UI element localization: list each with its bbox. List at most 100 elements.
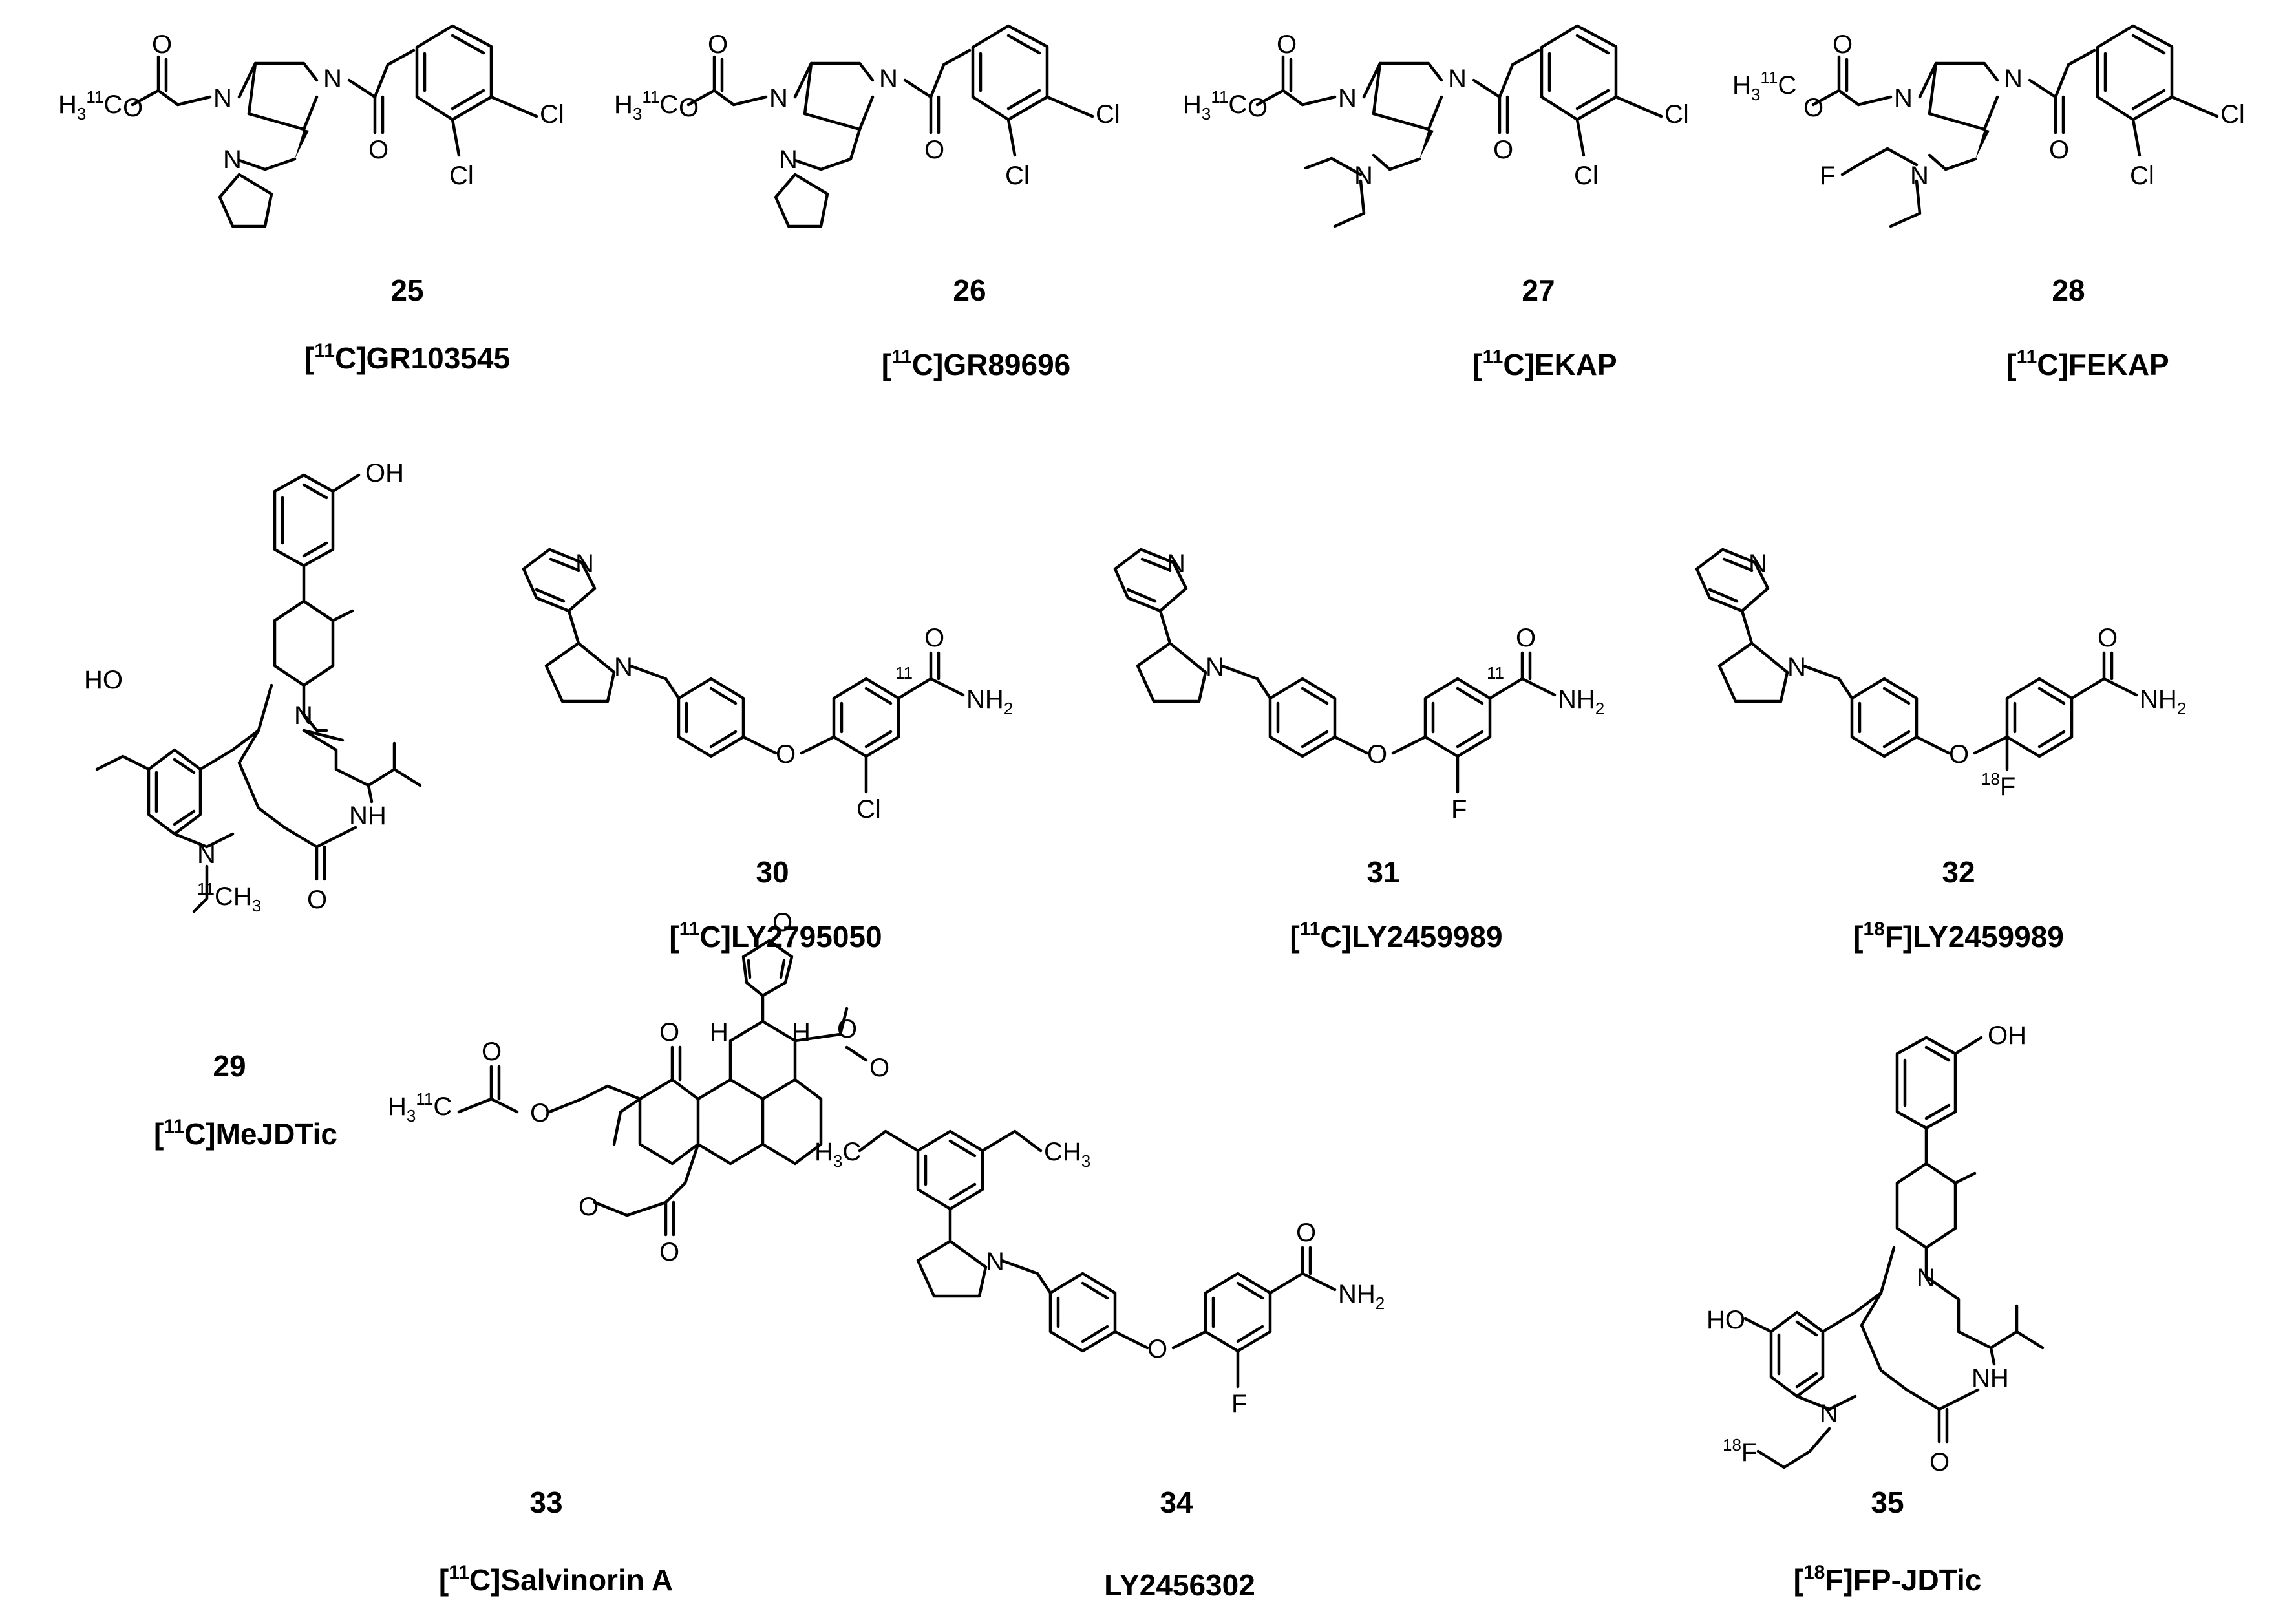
amide-oxygen: O xyxy=(307,886,327,914)
pyridine-nitrogen: N xyxy=(575,549,594,578)
fluorine: F xyxy=(1820,162,1835,190)
fluorine-18f: 18F xyxy=(1723,1435,1757,1467)
ester-oxygen: O xyxy=(123,94,143,122)
compound-number-29: 29 xyxy=(213,1049,246,1083)
methyl-label: CH3 xyxy=(1044,1138,1090,1171)
pyrrolidine-nitrogen: N xyxy=(614,653,633,681)
compound-number-31: 31 xyxy=(1366,855,1399,889)
ether-oxygen: O xyxy=(776,740,796,769)
piperazine-nitrogen: N xyxy=(1448,65,1467,93)
carbonyl-oxygen: O xyxy=(708,30,728,59)
structure-34 xyxy=(858,1129,1337,1389)
ketone-oxygen: O xyxy=(659,1018,679,1047)
carbonyl-oxygen: O xyxy=(1516,624,1536,652)
ether-oxygen: O xyxy=(1147,1335,1167,1363)
amide-oxygen: O xyxy=(368,136,388,164)
ester-oxygen: O xyxy=(1248,94,1268,122)
chlorine: Cl xyxy=(2220,100,2245,129)
compound-name-31: [11C]LY2459989 xyxy=(1290,919,1502,954)
fluorine: F xyxy=(1231,1390,1247,1418)
carbonyl-oxygen: O xyxy=(1296,1219,1316,1247)
compound-number-32: 32 xyxy=(1942,855,1975,889)
acetyl-oxygen: O xyxy=(482,1038,502,1066)
pyrrolidine-nitrogen: N xyxy=(986,1248,1004,1276)
hydrogen: H xyxy=(792,1018,811,1047)
ester-carbonyl-oxygen: O xyxy=(659,1238,679,1266)
diethylamine-nitrogen: N xyxy=(1354,162,1373,190)
chlorine: Cl xyxy=(540,100,564,129)
carbonyl-oxygen: O xyxy=(1277,30,1297,59)
chlorine: Cl xyxy=(1664,100,1689,129)
methyl-label: H311C xyxy=(1183,87,1247,123)
amide-nh: NH xyxy=(1972,1364,2009,1392)
piperazine-nitrogen: N xyxy=(323,65,342,93)
ester-oxygen: O xyxy=(579,1193,599,1221)
chlorine: Cl xyxy=(1574,162,1599,190)
carbonyl-oxygen: O xyxy=(2098,624,2118,652)
isoquinoline-nitrogen: N xyxy=(197,840,216,869)
amide-oxygen: O xyxy=(1929,1448,1950,1476)
hydrogen: H xyxy=(710,1018,728,1047)
compound-name-25: [11C]GR103545 xyxy=(304,340,510,375)
piperazine-nitrogen: N xyxy=(1894,84,1913,112)
structure-31 xyxy=(1113,548,1557,794)
compound-number-33: 33 xyxy=(529,1486,562,1519)
compound-name-34: LY2456302 xyxy=(1104,1568,1255,1602)
structure-25 xyxy=(131,24,538,228)
amide-nh2: NH2 xyxy=(2140,685,2186,718)
piperazine-nitrogen: N xyxy=(213,84,232,112)
piperazine-nitrogen: N xyxy=(1338,84,1357,112)
ether-oxygen: O xyxy=(1949,740,1969,769)
acetoxy-oxygen: O xyxy=(530,1099,550,1127)
structure-27 xyxy=(1255,24,1663,228)
compound-name-32: [18F]LY2459989 xyxy=(1853,919,2064,954)
pyrrolidine-nitrogen: N xyxy=(779,145,798,174)
methyl-label: H311C xyxy=(58,87,122,123)
compound-number-35: 35 xyxy=(1871,1486,1904,1519)
carbonyl-oxygen: O xyxy=(152,30,172,59)
carbonyl-oxygen: O xyxy=(924,624,944,652)
lactone-oxygen: O xyxy=(837,1015,857,1043)
compound-number-25: 25 xyxy=(390,273,423,307)
compound-name-29: [11C]MeJDTic xyxy=(154,1116,337,1151)
structure-29 xyxy=(95,473,422,913)
hydroxyl: OH xyxy=(1988,1021,2026,1050)
fluorine: F xyxy=(1451,795,1467,824)
methyl-label: H311C xyxy=(614,87,678,123)
compound-number-26: 26 xyxy=(953,273,986,307)
structure-26 xyxy=(686,24,1094,228)
piperazine-nitrogen: N xyxy=(769,84,788,112)
structure-28 xyxy=(1811,24,2219,228)
chlorine: Cl xyxy=(1096,100,1120,129)
amine-nitrogen: N xyxy=(1910,162,1929,190)
isoquinoline-nitrogen: N xyxy=(1820,1400,1838,1428)
amide-nh2: NH2 xyxy=(966,685,1013,718)
methyl-11c-label: 11CH3 xyxy=(197,879,261,915)
compound-number-34: 34 xyxy=(1160,1486,1193,1519)
amide-nh2: NH2 xyxy=(1558,685,1604,718)
furan-oxygen: O xyxy=(772,908,792,937)
atom-labels: H311C O O N N O N Cl Cl H311C O O N N O … xyxy=(58,30,2245,1476)
chlorine: Cl xyxy=(1005,162,1030,190)
structure-33 xyxy=(457,939,868,1237)
carbonyl-oxygen: O xyxy=(1833,30,1853,59)
hydroxyl: HO xyxy=(1706,1306,1745,1334)
structure-32 xyxy=(1695,548,2138,771)
lactone-carbonyl-oxygen: O xyxy=(869,1054,889,1082)
compound-number-27: 27 xyxy=(1522,273,1555,307)
compound-name-27: [11C]EKAP xyxy=(1472,346,1617,381)
chlorine: Cl xyxy=(856,795,881,824)
isotope-label: 11 xyxy=(1487,663,1504,683)
isotope-label: 11 xyxy=(895,663,913,683)
fluorine-18f: 18F xyxy=(1981,769,2015,801)
methyl-label: H3C xyxy=(814,1138,861,1171)
ether-oxygen: O xyxy=(1367,740,1387,769)
chlorine: Cl xyxy=(449,162,474,190)
piperazine-nitrogen: N xyxy=(2004,65,2023,93)
amide-nh: NH xyxy=(349,802,387,830)
amide-oxygen: O xyxy=(2049,136,2069,164)
pyrrolidine-nitrogen: N xyxy=(223,145,242,174)
amide-oxygen: O xyxy=(1493,136,1513,164)
